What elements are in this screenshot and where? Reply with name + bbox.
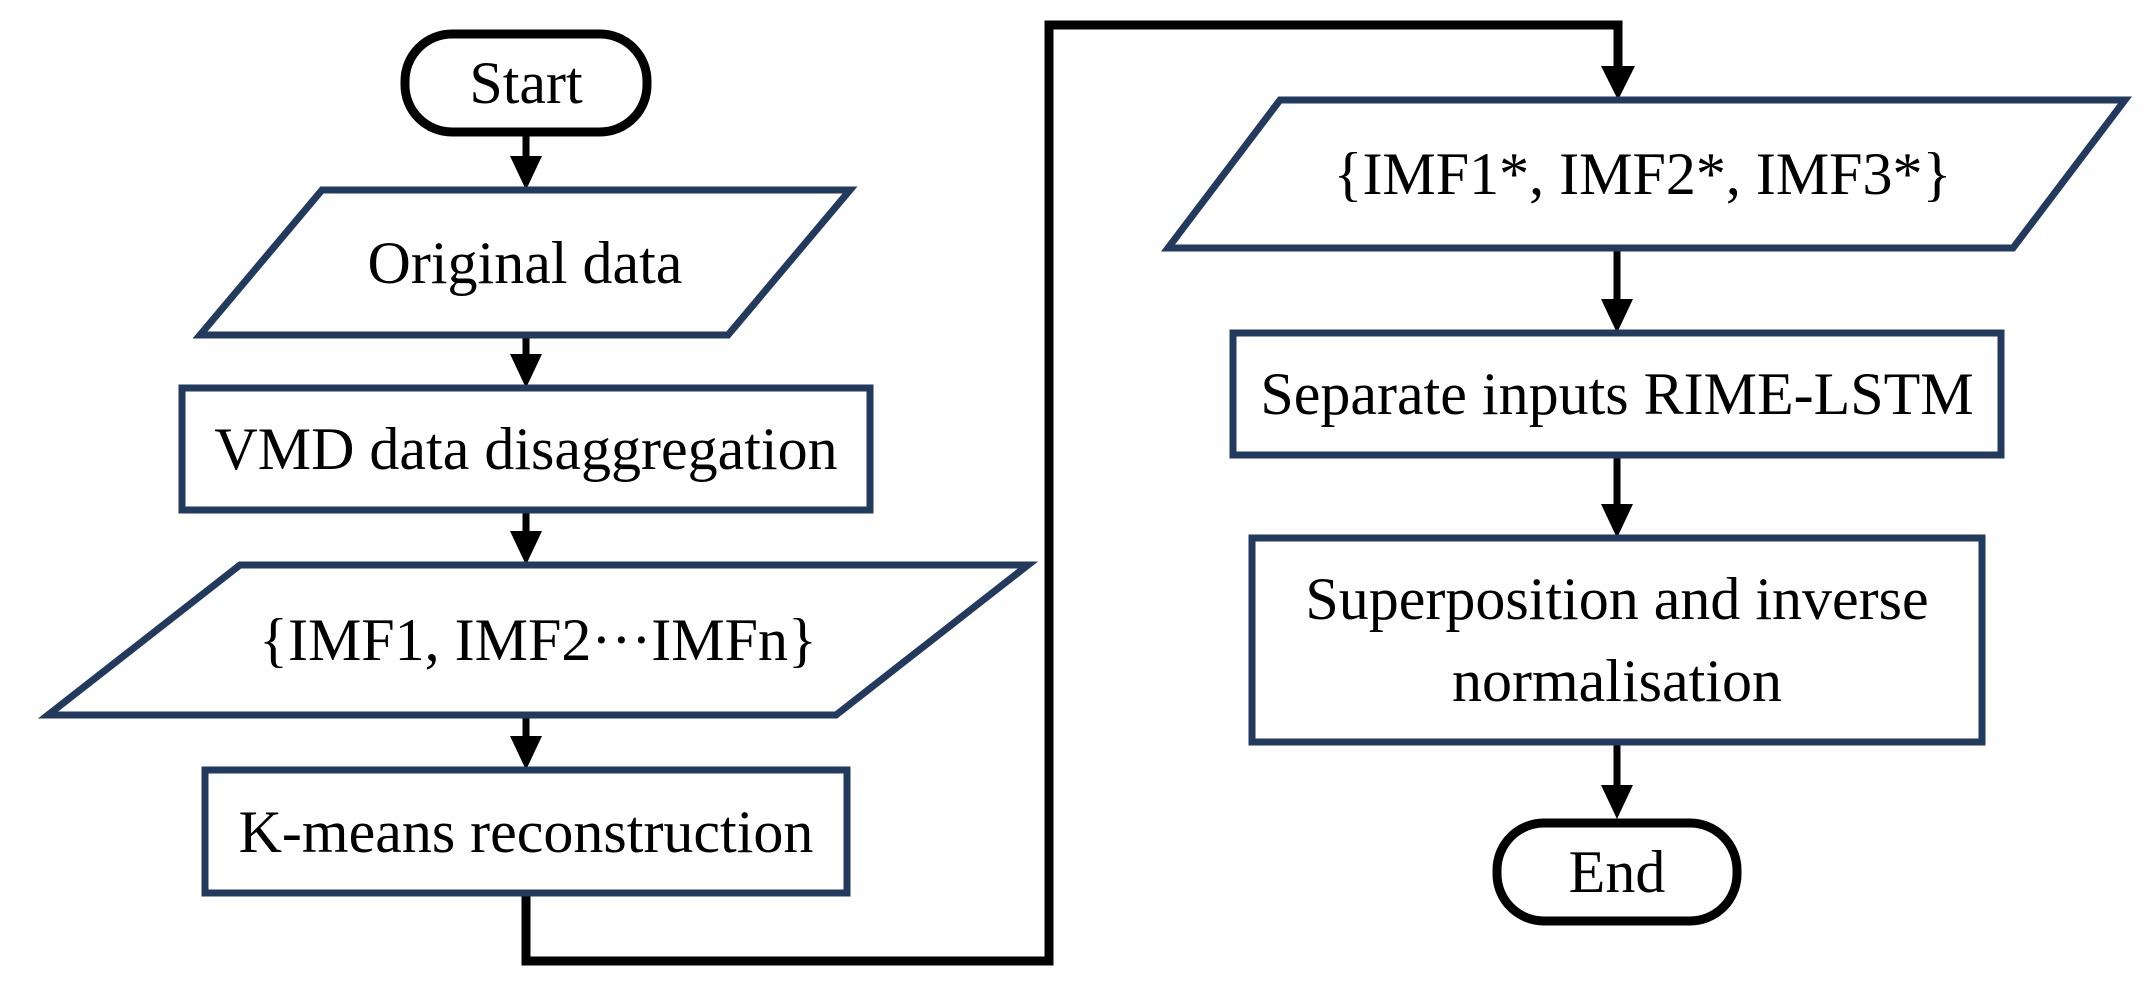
imf-set-label: {IMF1, IMF2···IMFn} — [259, 607, 817, 673]
end-label: End — [1568, 839, 1666, 905]
arrowhead-icon — [1601, 785, 1633, 819]
vmd-label: VMD data disaggregation — [214, 416, 838, 482]
arrow-imf-star-to-separate-inputs — [1601, 250, 1633, 333]
arrow-imf-set-to-kmeans — [510, 715, 542, 770]
kmeans-label: K-means reconstruction — [238, 798, 814, 865]
start-label: Start — [469, 50, 583, 116]
arrow-start-to-original-data — [510, 136, 542, 190]
arrow-kmeans-to-imf-star — [521, 20, 1635, 966]
arrow-separate-inputs-to-superposition — [1601, 455, 1633, 538]
arrowhead-icon — [510, 531, 542, 565]
original-data-label: Original data — [367, 229, 683, 296]
original-data-parallelogram-shape — [192, 186, 858, 339]
arrow-original-data-to-vmd — [510, 335, 542, 388]
separate-inputs-label: Separate inputs RIME-LSTM — [1260, 361, 1974, 427]
imf-star-label: {IMF1*, IMF2*, IMF3*} — [1333, 141, 1952, 207]
superposition-rectangle-shape — [1248, 534, 1986, 746]
imf-set-parallelogram-shape — [37, 561, 1039, 719]
arrowhead-icon — [1601, 299, 1633, 333]
end-terminator-shape — [1492, 818, 1742, 926]
arrowhead-icon — [510, 354, 542, 388]
superposition-label-line-1: Superposition and inverse — [1305, 566, 1929, 632]
arrowhead-icon — [1601, 66, 1635, 100]
start-terminator-shape — [400, 29, 652, 137]
imf-star-parallelogram-shape — [1160, 96, 2133, 252]
kmeans-rectangle-shape — [201, 766, 851, 897]
arrow-superposition-to-end — [1601, 742, 1633, 819]
separate-inputs-rectangle-shape — [1229, 329, 2005, 459]
arrowhead-icon — [1601, 504, 1633, 538]
arrowhead-icon — [510, 736, 542, 770]
vmd-rectangle-shape — [178, 384, 874, 514]
connector-polyline — [521, 20, 1623, 966]
superposition-label: Superposition and inverse normalisation — [1252, 538, 1982, 742]
arrowhead-icon — [510, 156, 542, 190]
arrow-vmd-to-imf-set — [510, 510, 542, 565]
superposition-label-line-2: normalisation — [1452, 648, 1782, 714]
